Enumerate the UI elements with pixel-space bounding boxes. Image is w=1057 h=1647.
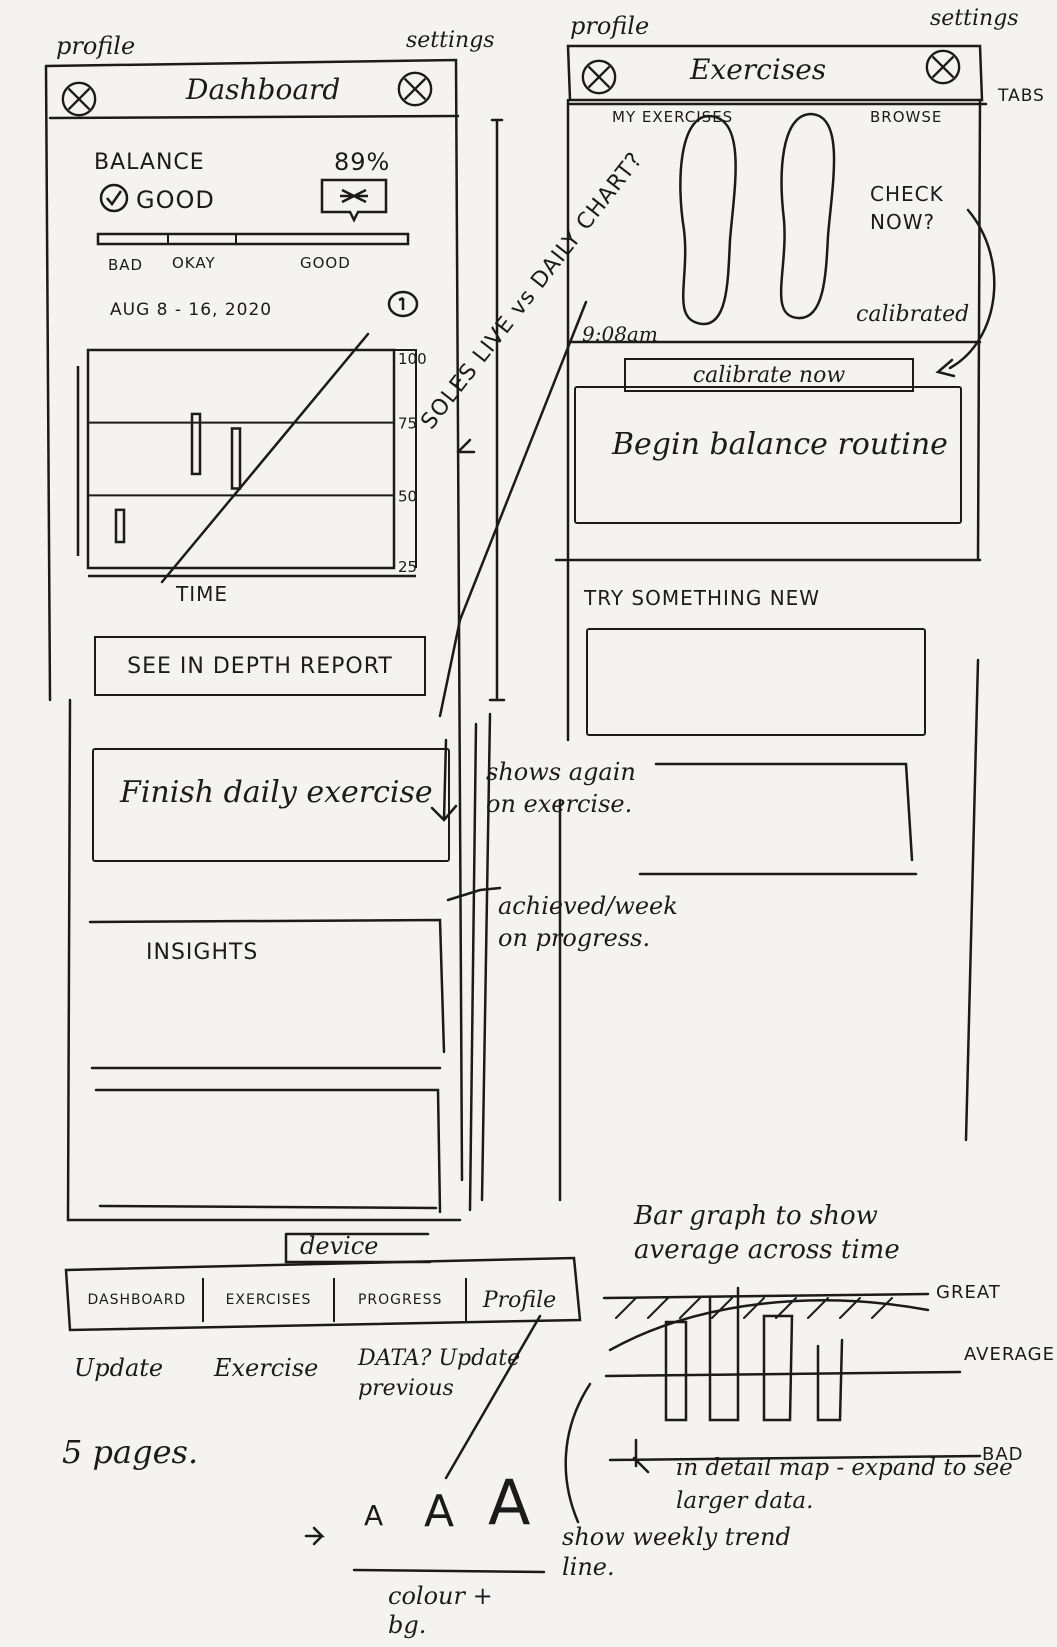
chart-y-tick: 75	[398, 415, 417, 433]
balance-scale-bar	[96, 232, 410, 246]
in-depth-report-button[interactable]: SEE IN DEPTH REPORT	[94, 636, 426, 696]
calibration-time: 9:08am	[582, 322, 658, 346]
bottom-nav: DASHBOARD EXERCISES PROGRESS Profile	[72, 1278, 572, 1322]
chart-y-tick: 50	[398, 487, 417, 505]
scale-label-bad: BAD	[108, 256, 144, 274]
chart-bar	[114, 508, 126, 544]
font-sample-small: A	[364, 1499, 384, 1532]
check-now-prompt[interactable]: CHECK NOW?	[870, 182, 944, 234]
daily-exercise-card[interactable]: Finish daily exercise	[92, 748, 450, 862]
colour-note: colour + bg.	[388, 1582, 493, 1639]
calibrate-now-button[interactable]: calibrate now	[624, 358, 914, 392]
balance-chart: 100 75 50 25	[76, 348, 427, 578]
profile-icon[interactable]	[580, 58, 618, 96]
nav-tab-progress[interactable]: PROGRESS	[335, 1278, 468, 1322]
scale-label-good: GOOD	[300, 254, 351, 272]
try-something-new-title: TRY SOMETHING NEW	[584, 586, 821, 610]
info-icon[interactable]	[386, 288, 420, 320]
daily-exercise-label: Finish daily exercise	[120, 775, 433, 810]
soles-icon	[679, 112, 836, 326]
dashboard-settings-label[interactable]: settings	[406, 28, 495, 53]
weekly-trend-note: show weekly trend line.	[562, 1523, 791, 1581]
chart-x-label: TIME	[176, 582, 229, 606]
chart-y-tick: 25	[398, 558, 417, 576]
calibrated-status: calibrated	[856, 302, 970, 327]
profile-icon[interactable]	[60, 80, 98, 118]
dashboard-profile-label[interactable]: profile	[56, 32, 136, 60]
date-range: AUG 8 - 16, 2020	[110, 300, 273, 320]
dashboard-frame-top	[44, 58, 464, 1182]
nav-tab-dashboard[interactable]: DASHBOARD	[72, 1278, 204, 1322]
device-label: device	[300, 1232, 379, 1260]
suggestion-card[interactable]	[586, 628, 926, 736]
achieved-note: achieved/week on progress.	[498, 892, 678, 953]
bar-graph-note: Bar graph to show average across time	[634, 1201, 900, 1265]
exercises-profile-label[interactable]: profile	[570, 12, 650, 40]
balance-label: BALANCE	[94, 150, 205, 175]
balance-routine-card[interactable]: Begin balance routine	[574, 386, 962, 524]
nav-tab-exercises[interactable]: EXERCISES	[204, 1278, 336, 1322]
balance-percent: 89%	[334, 148, 391, 176]
balance-routine-label: Begin balance routine	[612, 427, 948, 462]
check-circle-icon	[99, 183, 129, 213]
settings-icon[interactable]	[396, 70, 434, 108]
tabs-note: TABS	[998, 86, 1045, 106]
level-bad: BAD	[982, 1444, 1024, 1465]
level-average: AVERAGE	[964, 1344, 1055, 1365]
nav-note-update: Update	[74, 1354, 164, 1382]
font-sample-medium: A	[424, 1486, 455, 1537]
detail-map-note: in detail map - expand to see larger dat…	[676, 1455, 1013, 1515]
tab-browse[interactable]: BROWSE	[870, 108, 943, 126]
percent-tooltip-icon	[320, 178, 388, 223]
nav-tab-profile[interactable]: Profile	[482, 1287, 557, 1313]
insights-title: INSIGHTS	[146, 940, 259, 965]
chart-bar	[230, 427, 242, 490]
settings-icon[interactable]	[924, 48, 962, 86]
nav-note-data: DATA? Update previous	[358, 1346, 521, 1401]
exercises-settings-label[interactable]: settings	[930, 6, 1019, 31]
chart-plot-frame	[86, 348, 396, 570]
scale-label-okay: OKAY	[172, 254, 216, 272]
nav-note-exercise: Exercise	[214, 1354, 319, 1382]
pages-note: 5 pages.	[62, 1433, 199, 1471]
shows-again-note: shows again on exercise.	[486, 758, 636, 819]
font-sample-large: A	[488, 1466, 531, 1539]
chart-y-tick: 100	[398, 350, 427, 368]
dashboard-title: Dashboard	[186, 73, 341, 106]
level-great: GREAT	[936, 1282, 1001, 1303]
exercises-title: Exercises	[690, 53, 827, 86]
tab-my-exercises[interactable]: MY EXERCISES	[612, 108, 734, 126]
balance-status: GOOD	[136, 186, 215, 214]
chart-bar	[190, 412, 202, 476]
